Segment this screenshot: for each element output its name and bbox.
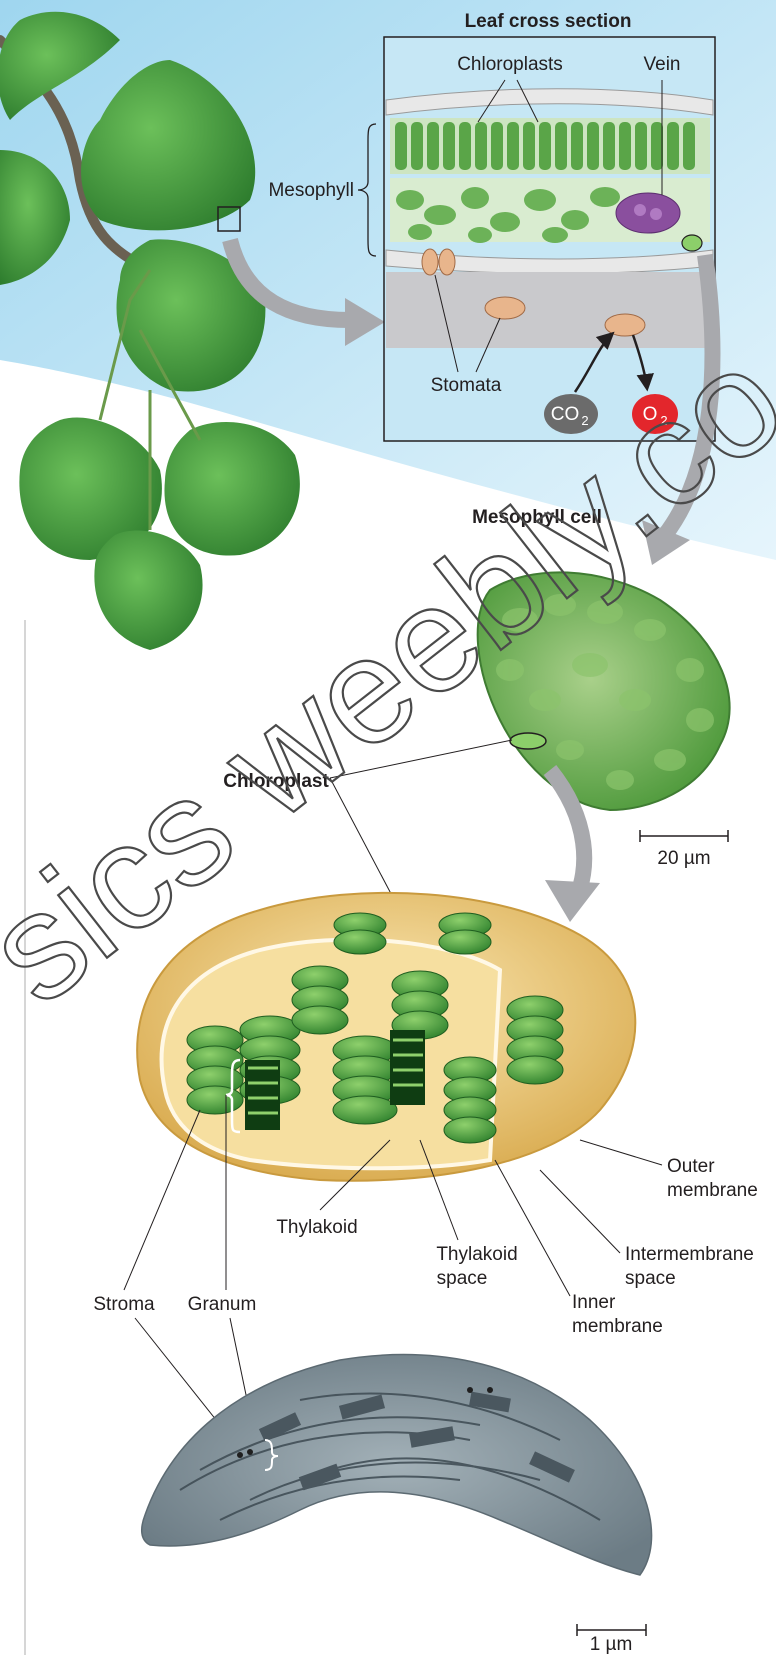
- svg-text:1 µm: 1 µm: [590, 1634, 633, 1655]
- svg-text:membrane: membrane: [572, 1316, 663, 1337]
- scale-bar-20um: 20 µm: [640, 830, 728, 869]
- svg-text:membrane: membrane: [667, 1180, 758, 1201]
- scale-bar-1um: 1 µm: [577, 1624, 646, 1655]
- outer-membrane-label: Outer: [667, 1156, 715, 1177]
- inner-membrane-label: Inner: [572, 1292, 616, 1313]
- thylakoid-label: Thylakoid: [276, 1217, 357, 1238]
- svg-text:20 µm: 20 µm: [657, 848, 710, 869]
- leaf-cross-section-title: Leaf cross section: [465, 11, 632, 32]
- stroma-label: Stroma: [93, 1294, 155, 1315]
- chloroplast-3d-illustration: [137, 893, 635, 1181]
- intermembrane-space-label: Intermembrane: [625, 1244, 754, 1265]
- svg-text:space: space: [437, 1268, 488, 1289]
- granum-label: Granum: [188, 1294, 257, 1315]
- stomata-label: Stomata: [431, 375, 502, 396]
- electron-micrograph: [142, 1355, 652, 1575]
- thylakoid-space-label: Thylakoid: [436, 1244, 517, 1265]
- chloroplast-highlight-cell: [510, 733, 546, 749]
- vein-label: Vein: [644, 54, 681, 75]
- chloroplast-highlight: [682, 235, 702, 251]
- vein-bundle: [616, 193, 680, 233]
- mesophyll-label: Mesophyll: [268, 180, 354, 201]
- chloroplasts-label: Chloroplasts: [457, 54, 563, 75]
- svg-text:space: space: [625, 1268, 676, 1289]
